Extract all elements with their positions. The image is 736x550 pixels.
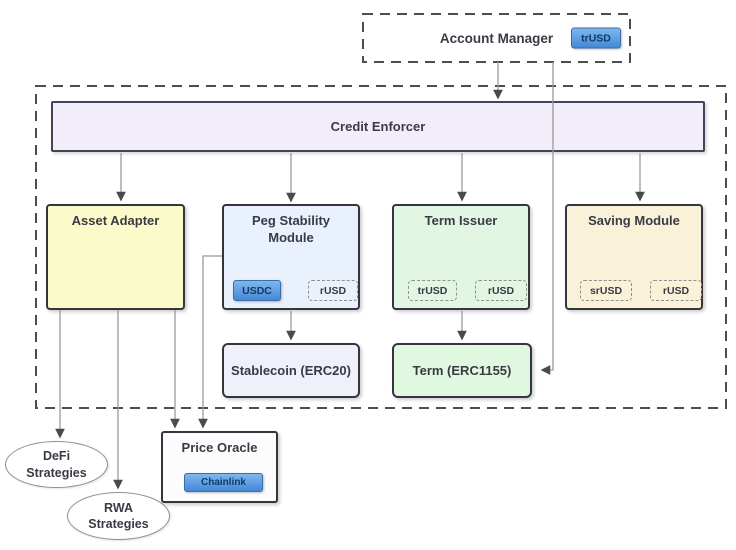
account-manager-box: Account Manager trUSD xyxy=(363,14,630,62)
trusd-badge: trUSD xyxy=(408,280,457,301)
saving-module-label: Saving Module xyxy=(588,213,680,228)
srusd-badge: srUSD xyxy=(580,280,632,301)
price-oracle-label: Price Oracle xyxy=(181,440,258,455)
peg-stability-module-box: Peg Stability Module USDC rUSD xyxy=(222,204,360,310)
usdc-badge: USDC xyxy=(233,280,281,301)
term-erc1155-box: Term (ERC1155) xyxy=(392,343,532,398)
term-issuer-label: Term Issuer xyxy=(424,213,498,228)
rusd-badge: rUSD xyxy=(650,280,702,301)
saving-module-box: Saving Module srUSD rUSD xyxy=(565,204,703,310)
arrow-peg-stability-to-price-oracle xyxy=(198,255,222,429)
price-oracle-box: Price Oracle Chainlink xyxy=(161,431,278,503)
asset-adapter-box: Asset Adapter xyxy=(46,204,185,310)
stablecoin-erc20-box: Stablecoin (ERC20) xyxy=(222,343,360,398)
account-manager-label: Account Manager xyxy=(439,30,554,46)
stablecoin-erc20-label: Stablecoin (ERC20) xyxy=(231,363,351,378)
defi-strategies-ellipse: DeFi Strategies xyxy=(5,441,108,488)
credit-enforcer-label: Credit Enforcer xyxy=(330,119,426,134)
asset-adapter-label: Asset Adapter xyxy=(71,213,160,228)
defi-strategies-label: DeFi Strategies xyxy=(26,449,87,480)
rusd-badge: rUSD xyxy=(308,280,358,301)
term-erc1155-label: Term (ERC1155) xyxy=(412,363,512,378)
rusd-badge: rUSD xyxy=(475,280,527,301)
term-issuer-box: Term Issuer trUSD rUSD xyxy=(392,204,530,310)
rwa-strategies-ellipse: RWA Strategies xyxy=(67,492,170,540)
trusd-badge: trUSD xyxy=(571,27,621,49)
rwa-strategies-label: RWA Strategies xyxy=(88,500,149,531)
peg-stability-module-label: Peg Stability Module xyxy=(251,213,331,245)
credit-enforcer-box: Credit Enforcer xyxy=(51,101,705,152)
chainlink-badge: Chainlink xyxy=(184,473,263,492)
